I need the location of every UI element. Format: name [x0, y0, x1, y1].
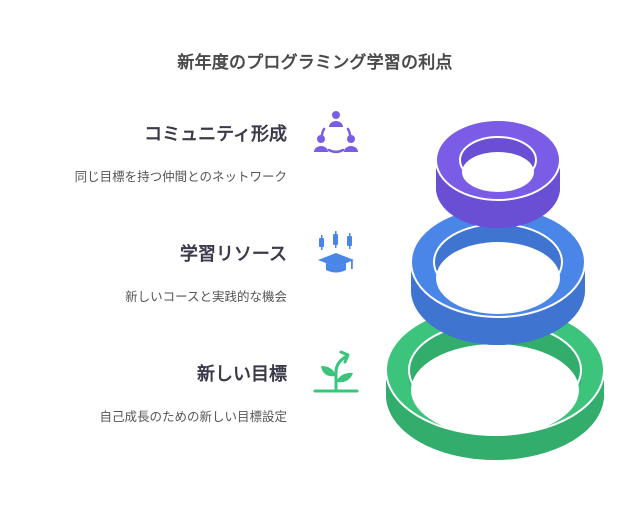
- ring-green: [385, 304, 605, 460]
- benefit-community: コミュニティ形成 同じ目標を持つ仲間とのネットワーク: [75, 120, 287, 185]
- benefit-description: 自己成長のための新しい目標設定: [99, 409, 287, 424]
- benefit-learning-resources: 学習リソース 新しいコースと実践的な機会: [125, 240, 287, 305]
- ring-blue: [410, 206, 586, 345]
- benefit-heading: コミュニティ形成: [144, 124, 287, 145]
- benefit-new-goals: 新しい目標 自己成長のための新しい目標設定: [99, 360, 287, 425]
- diagram-title: 新年度のプログラミング学習の利点: [177, 53, 453, 73]
- benefit-description: 新しいコースと実践的な機会: [125, 289, 287, 304]
- benefit-heading: 新しい目標: [197, 364, 287, 385]
- benefit-heading: 学習リソース: [179, 244, 287, 265]
- ring-purple: [435, 119, 561, 228]
- benefit-description: 同じ目標を持つ仲間とのネットワーク: [74, 169, 287, 184]
- growth-sprout-icon: [313, 350, 359, 393]
- learning-resources-icon: [318, 231, 354, 273]
- community-icon: [314, 111, 358, 154]
